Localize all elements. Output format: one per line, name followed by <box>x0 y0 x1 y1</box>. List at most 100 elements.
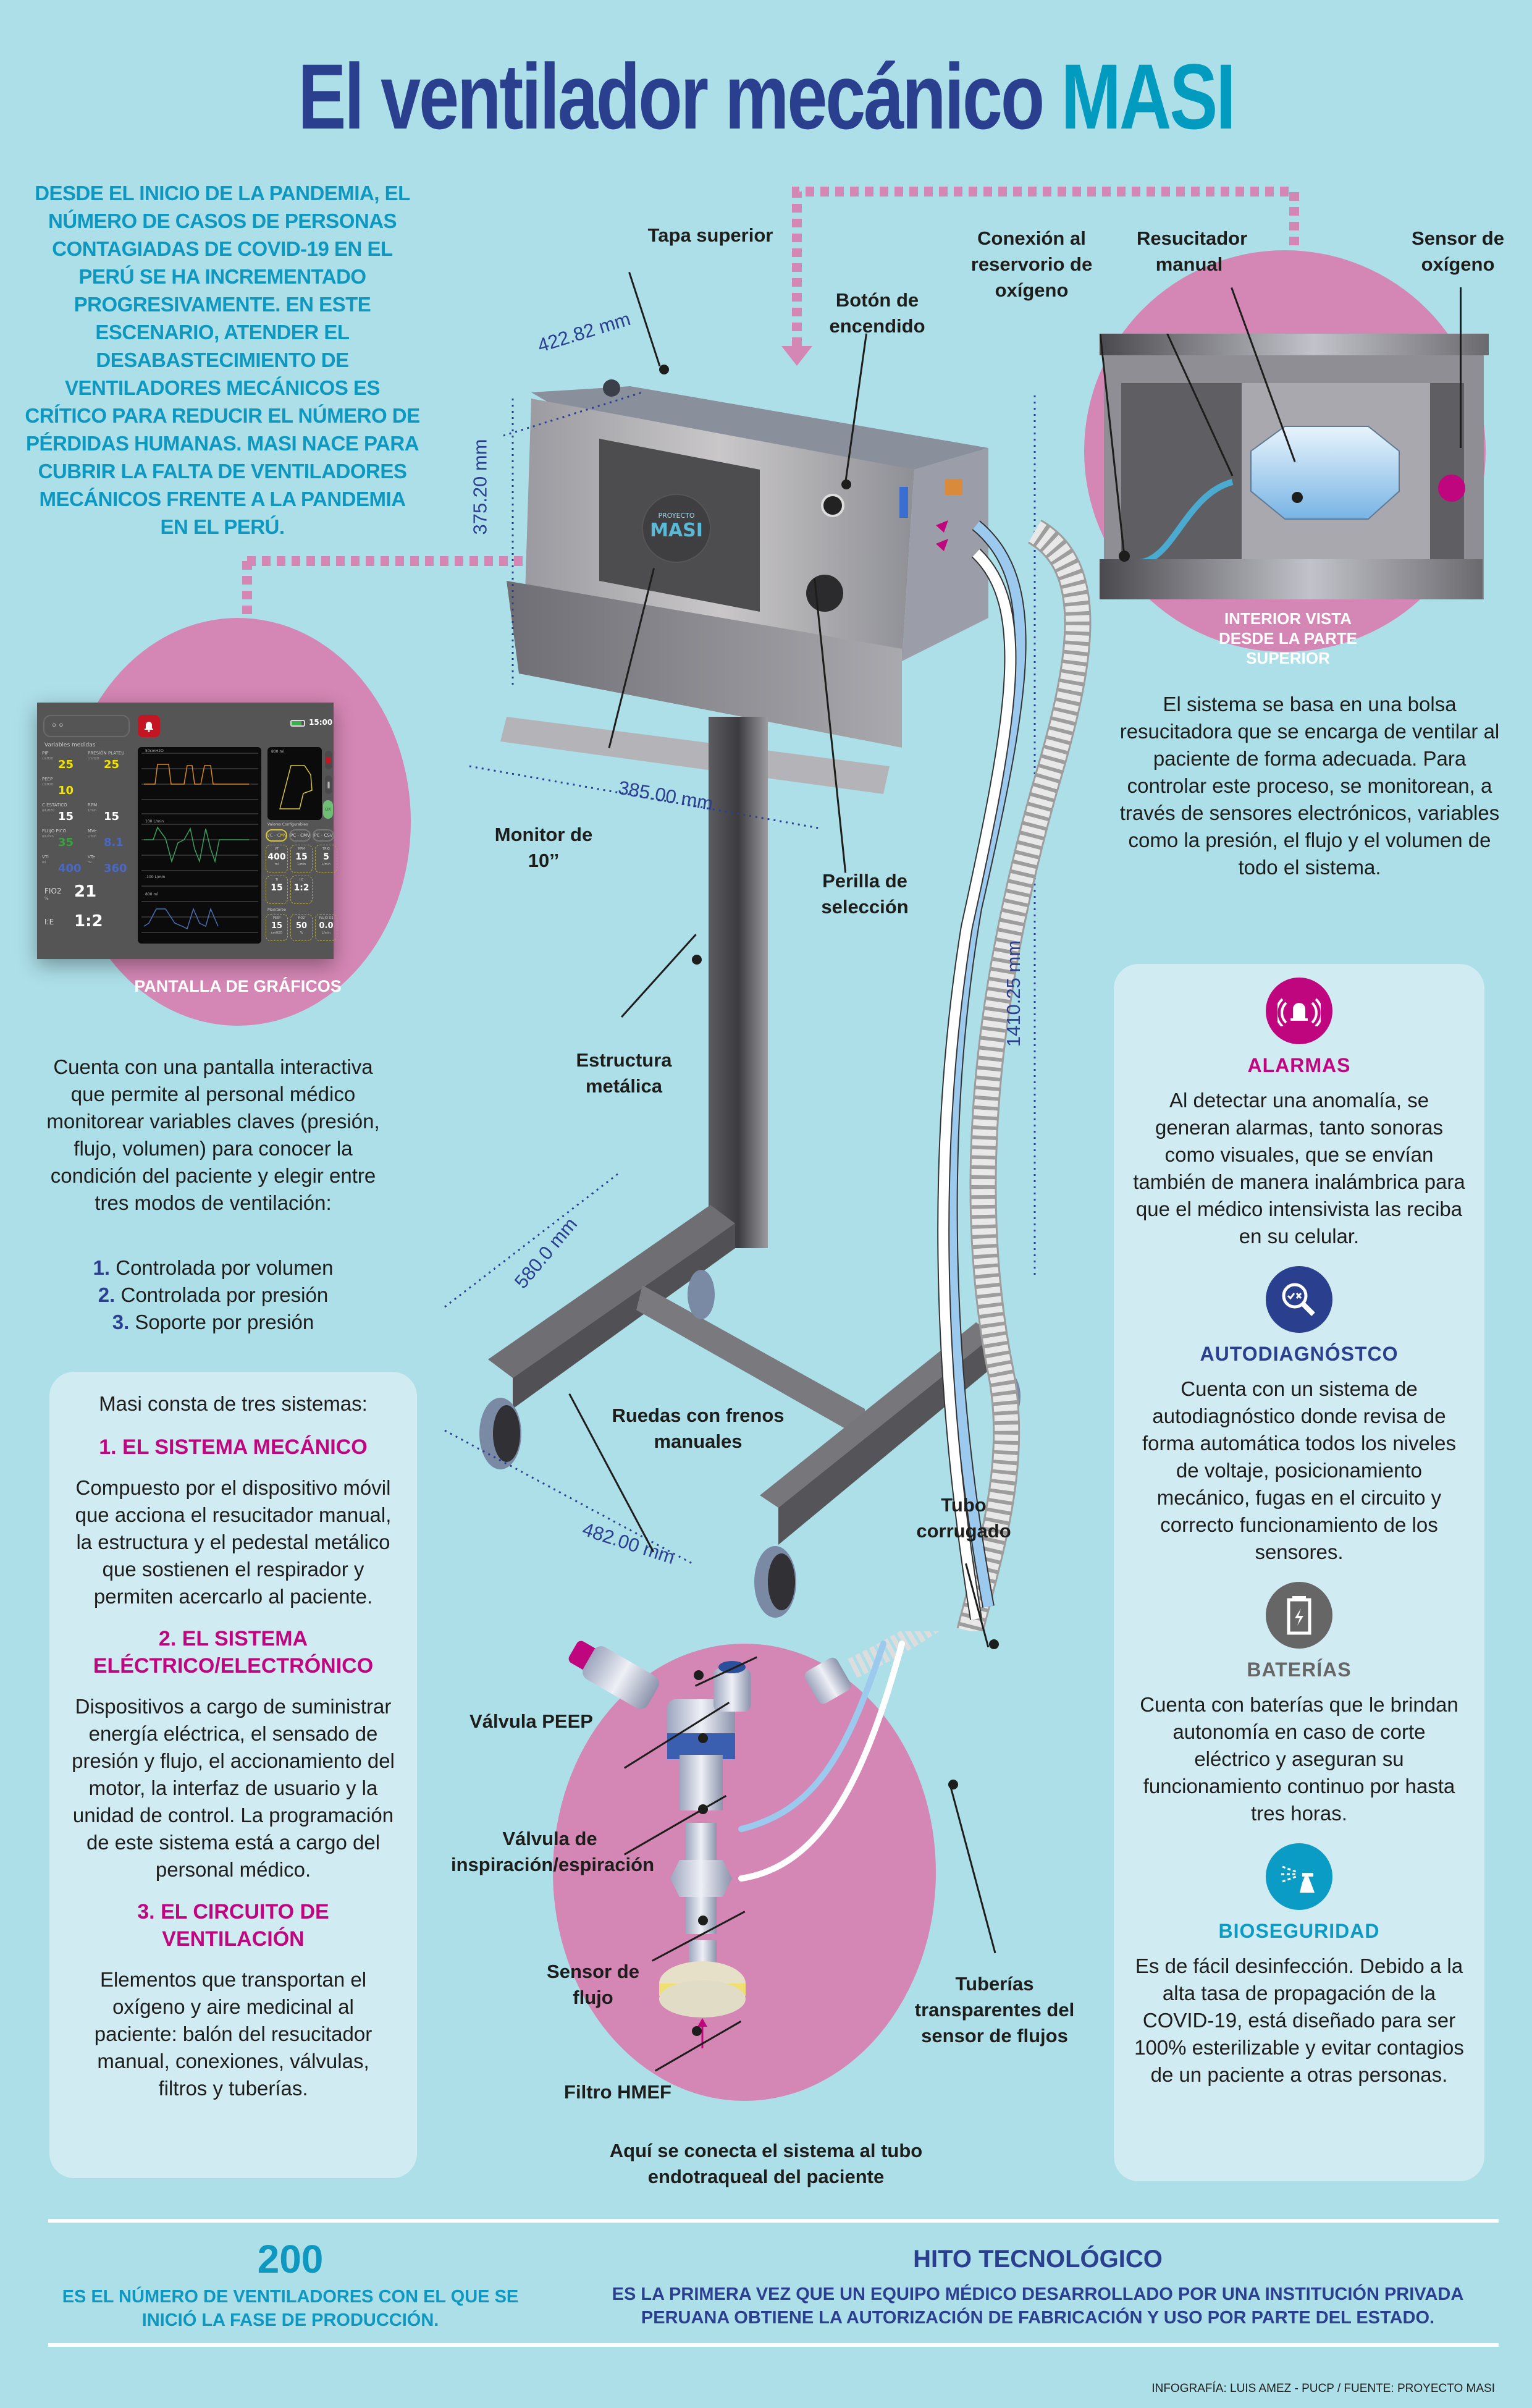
label-conexion-oxigeno: Conexión al reservorio de oxígeno <box>970 227 1093 301</box>
leader-line <box>1100 334 1126 557</box>
label-boton-encendido: Botón de encendido <box>829 289 925 337</box>
feature-title: AUTODIAGNÓSTCO <box>1200 1343 1399 1365</box>
mode-tab[interactable]: PC - CSV <box>313 829 334 842</box>
feature-title: ALARMAS <box>1247 1054 1351 1076</box>
ventilation-modes-list: 1. Controlada por volumen 2. Controlada … <box>46 1254 380 1336</box>
feature-text: Es de fácil desinfección. Debido a la al… <box>1134 1954 1464 2086</box>
measured-value: 25 <box>58 758 74 771</box>
mode-tabs: VC - CMV PC - CMV PC - CSV <box>266 829 334 842</box>
corrugated-tube <box>958 521 1090 1631</box>
arrow-head-top <box>781 346 812 366</box>
port-arrow <box>936 539 948 551</box>
system-title: 1. EL SISTEMA MECÁNICO <box>99 1435 368 1459</box>
mode-label: Controlada por volumen <box>116 1256 334 1279</box>
feature-title: BATERÍAS <box>1247 1658 1352 1681</box>
feature-alarmas: ALARMAS Al detectar una anomalía, se gen… <box>1132 978 1466 1250</box>
ok-button[interactable]: OK <box>323 800 333 819</box>
monitor-name: PEEP <box>272 916 281 920</box>
graph-label: -100 L/min <box>145 875 165 879</box>
ventilator-illustration: PROYECTO MASI <box>444 379 1092 1631</box>
config-name: VT <box>274 847 279 851</box>
screen-alarm-button[interactable] <box>138 715 160 737</box>
logo-badge <box>642 494 711 563</box>
label-valvula-peep: Válvula PEEP <box>469 1710 593 1732</box>
tray-lip <box>500 717 890 794</box>
leader-dot <box>692 955 702 965</box>
measured-value: 8.1 <box>104 836 124 849</box>
pause-icon: ‖ <box>327 780 330 788</box>
selection-knob <box>806 575 843 612</box>
config-number: 400 <box>267 852 286 862</box>
stop-button[interactable] <box>325 751 332 769</box>
monitor-number: 50 <box>295 921 308 931</box>
mode-tab[interactable]: VC - CMV <box>266 829 287 842</box>
measured-value: 360 <box>104 862 127 875</box>
label-connect-patient: Aquí se conecta el sistema al tubo endot… <box>609 2140 923 2187</box>
measured-unit: ml <box>88 861 92 864</box>
measured-name: VTi <box>42 855 49 860</box>
logo-masi-text: MASI <box>650 520 703 541</box>
milestone-title: HITO TECNOLÓGICO <box>913 2245 1163 2273</box>
battery-icon <box>1266 1582 1332 1649</box>
measured-value: 25 <box>104 758 120 771</box>
waveform-graphs: 50cmH2O 100 L/min -100 L/min 800 ml <box>141 749 258 933</box>
measured-name: PRESIÓN PLATEU <box>88 751 125 756</box>
monitor-unit: L/min <box>322 931 330 935</box>
system-title: 2. EL SISTEMA ELÉCTRICO/ELECTRÓNICO <box>93 1627 374 1678</box>
system-title: 3. EL CIRCUITO DE VENTILACIÓN <box>137 1900 329 1951</box>
label-sensor-oxigeno: Sensor de oxígeno <box>1412 227 1504 275</box>
measured-value: 15 <box>58 810 74 823</box>
spray-bottle-icon <box>1266 1843 1332 1910</box>
battery-indicator <box>290 720 305 727</box>
measured-value: 400 <box>58 862 82 875</box>
graph-label: 50cmH2O <box>145 749 164 753</box>
monitor-unit: cmH2O <box>271 931 283 935</box>
measured-name: C ESTÁTICO <box>42 803 67 808</box>
label-tapa-superior: Tapa superior <box>647 224 773 246</box>
screen-time: 15:00 <box>309 718 333 727</box>
monitor-name: FiO2 <box>298 916 305 920</box>
peep-valve <box>583 1646 659 1709</box>
oxygen-hose <box>1139 479 1234 565</box>
mode-item: 3. Soporte por presión <box>46 1309 380 1336</box>
circuit-circle <box>553 1644 936 2101</box>
measured-value: 35 <box>58 836 74 849</box>
monitor-number: 0.0 <box>319 921 334 931</box>
connect-arrow <box>697 2018 707 2027</box>
mode-tab[interactable]: PC - CMV <box>289 829 311 842</box>
lid-knob <box>603 379 620 397</box>
measured-unit: mL/min <box>42 835 54 839</box>
tube-white <box>738 1641 905 1882</box>
config-unit: 1/min <box>297 863 306 866</box>
label-tubo-corrugado: Tubo corrugado <box>916 1494 1011 1542</box>
dimension-total-height: 1410.25 mm <box>1003 940 1025 1047</box>
system-text: Compuesto por el dispositivo móvil que a… <box>75 1476 392 1608</box>
config-number: 1:2 <box>293 883 309 893</box>
stat-number: 200 <box>257 2237 324 2281</box>
mode-label: Controlada por presión <box>120 1283 329 1306</box>
wheel <box>688 1270 715 1319</box>
corrugated-tube-end <box>848 1631 939 1678</box>
measured-unit: cmH2O <box>42 783 54 787</box>
fio2-value: 21 <box>74 882 97 901</box>
feature-text: Al detectar una anomalía, se generan ala… <box>1133 1089 1465 1248</box>
config-unit: ml <box>274 863 279 866</box>
screen-logo-icon: ∘∘ <box>51 719 65 732</box>
pause-button[interactable]: ‖ <box>325 775 332 794</box>
monitor-unit: % <box>300 931 303 935</box>
graph-label: 800 ml <box>145 892 158 897</box>
monitor-number: 15 <box>271 921 283 931</box>
